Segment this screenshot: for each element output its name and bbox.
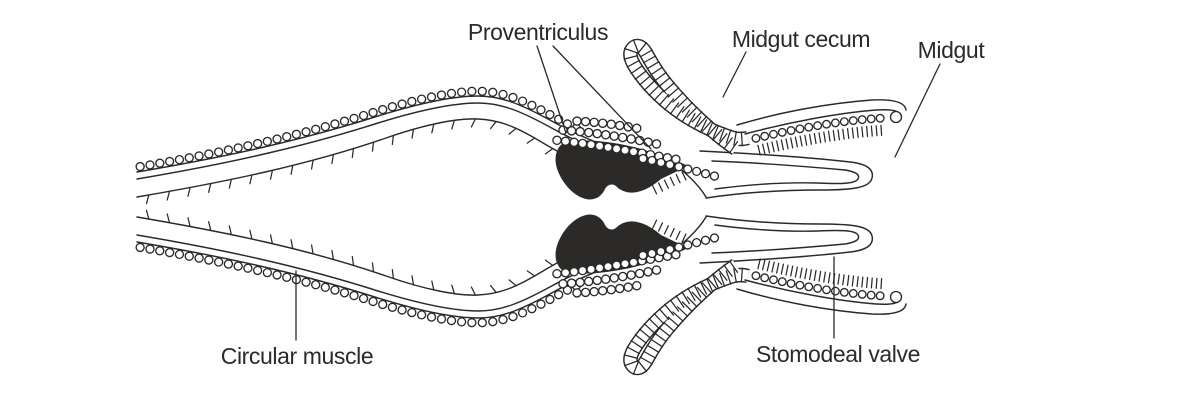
proventriculus-bubble-row-1-deco bbox=[572, 116, 642, 134]
labels: Proventriculus Midgut cecum Midgut Circu… bbox=[221, 19, 986, 369]
stomodeal-valve-label: Stomodeal valve bbox=[756, 341, 920, 367]
midgut-epithelium-rings-guide-deco bbox=[751, 113, 885, 143]
circular-muscle-label: Circular muscle bbox=[221, 343, 373, 369]
leader-lines bbox=[295, 45, 941, 341]
stomodeal-valve-inner-wall bbox=[711, 160, 860, 190]
proventriculus-bristles-guide-deco bbox=[652, 171, 687, 195]
proventriculus-leader-line-1 bbox=[536, 45, 567, 134]
proventriculus-bubble-tail-row-deco bbox=[638, 153, 720, 181]
midgut-wall-top-line bbox=[736, 99, 907, 126]
proventriculus-bubble-row-2-deco bbox=[558, 125, 662, 149]
midgut-leader-line bbox=[894, 63, 941, 158]
proventriculus-label: Proventriculus bbox=[468, 19, 608, 45]
foregut-inner-wall-line bbox=[136, 118, 575, 198]
midgut-cecum-rungs-guide-deco bbox=[623, 39, 743, 154]
midgut-cecum-wall-band-lumen bbox=[624, 40, 750, 154]
midgut-villi-fringe-guide-deco bbox=[757, 124, 883, 156]
midgut-cecum-leader-line bbox=[722, 51, 747, 98]
proventriculus-leader-line-2 bbox=[552, 45, 652, 150]
midgut-end-ring bbox=[889, 110, 903, 124]
stomodeal-valve-outer-wall bbox=[699, 150, 874, 199]
midgut-cecum-label: Midgut cecum bbox=[732, 26, 870, 52]
gut-section-half bbox=[135, 38, 907, 205]
foregut-inner-wall-line-deco bbox=[145, 118, 572, 205]
midgut-label: Midgut bbox=[918, 37, 986, 63]
